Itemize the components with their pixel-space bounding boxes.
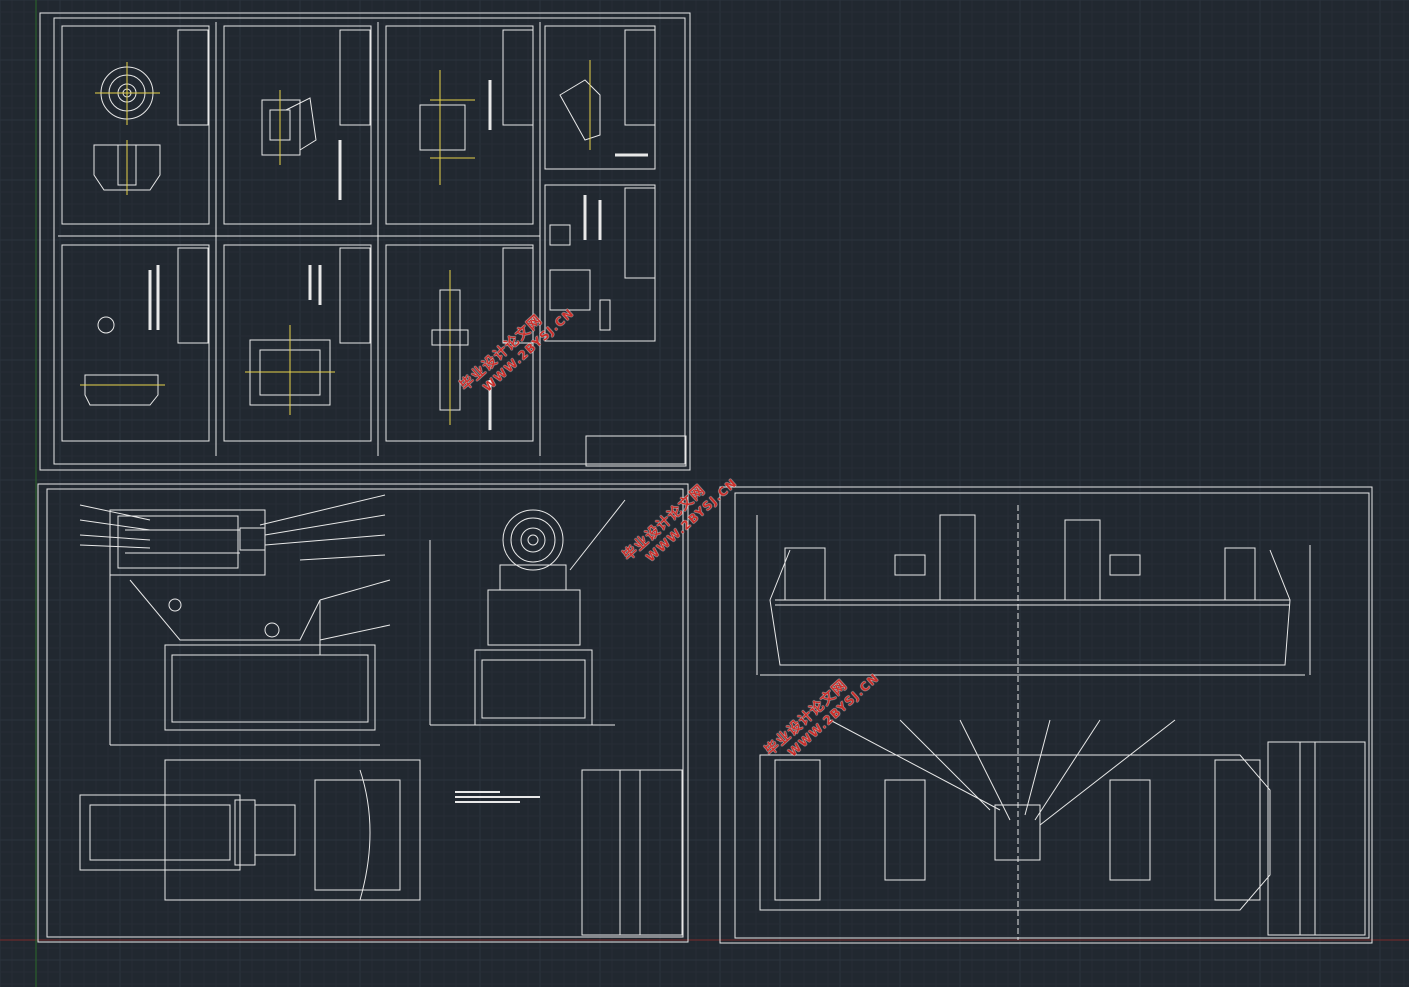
panel-5[interactable]	[544, 184, 656, 342]
parts-list-sheet-3	[1267, 741, 1366, 936]
part-drawings-sheet[interactable]	[39, 12, 691, 471]
panel-1[interactable]	[61, 25, 210, 225]
title-block-sheet-1	[585, 435, 687, 467]
panel-6[interactable]	[61, 244, 210, 442]
panel-2[interactable]	[223, 25, 372, 225]
top-assembly-sheet[interactable]	[719, 486, 1373, 944]
panel-7[interactable]	[223, 244, 372, 442]
panel-4[interactable]	[544, 25, 656, 170]
parts-list-sheet-2	[581, 769, 683, 936]
panel-8[interactable]	[385, 244, 534, 442]
panel-3[interactable]	[385, 25, 534, 225]
side-assembly-sheet[interactable]	[37, 483, 689, 943]
